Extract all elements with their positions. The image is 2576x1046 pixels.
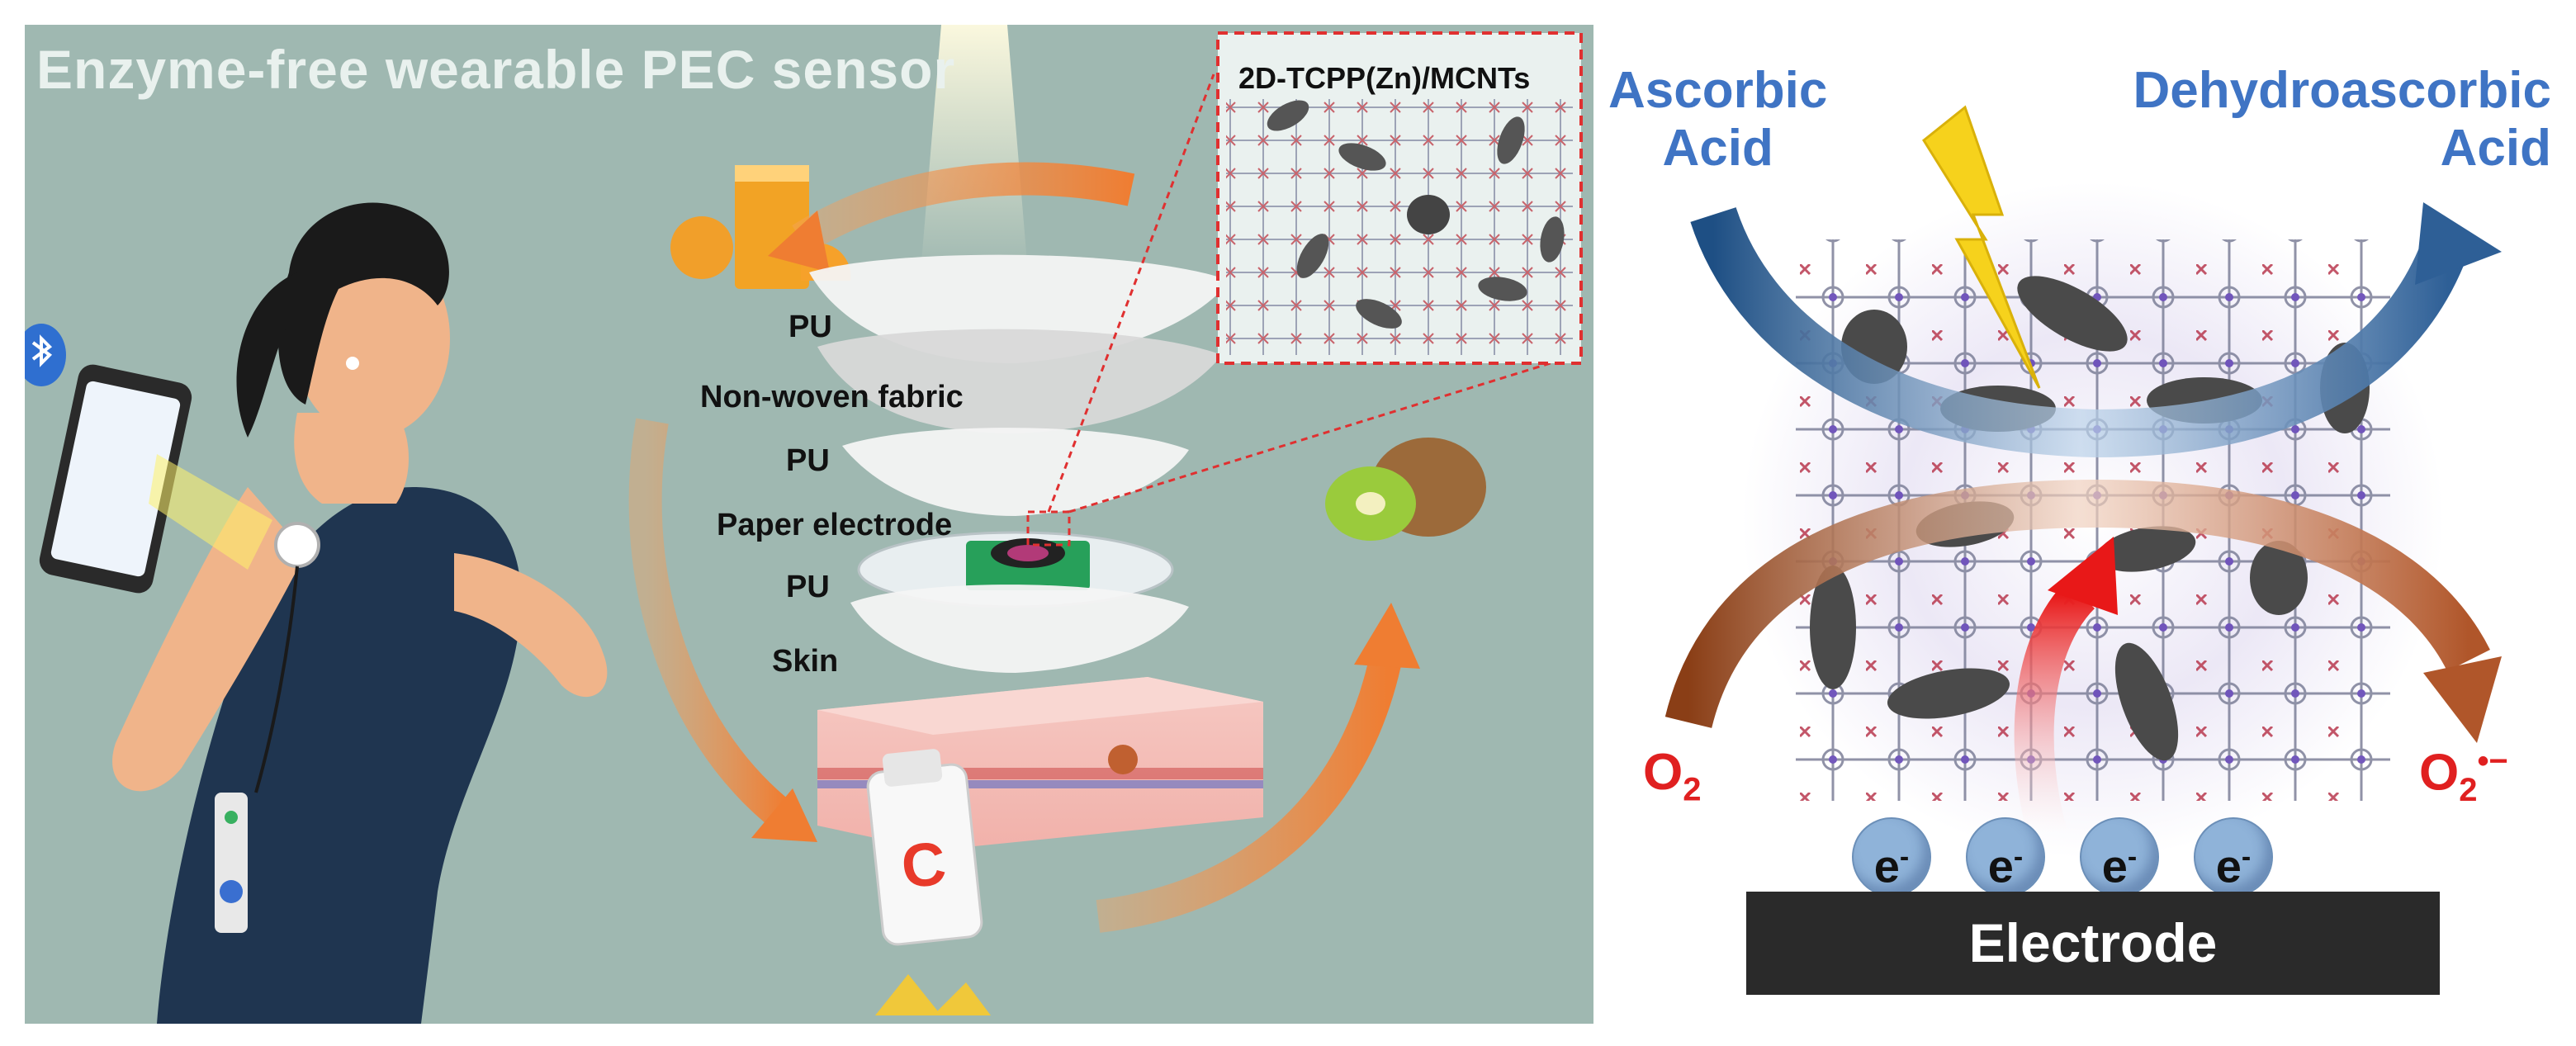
sensor-layers [809,73,1578,673]
material-inset [1216,31,1583,365]
electron-transfer-arrow [2014,580,2095,840]
reduction-arrowhead [2423,656,2502,743]
light-bolt [1922,105,2041,389]
mechanism-art [1664,105,2502,859]
light-beam [921,25,1028,272]
electron-1: e- [1852,817,1931,897]
ascorbic-acid-label: Ascorbic Acid [1608,62,1828,177]
layer-label-skin: Skin [772,644,839,679]
kiwi-fruit [1325,438,1486,541]
oxidation-arrow [1690,206,2471,458]
layer-label-non-woven: Non-woven fabric [700,380,964,414]
vitamin-c-bottle [866,749,991,1015]
oxidation-arrowhead [2415,202,2502,285]
oxygen-label: O2 [1643,744,1702,808]
cycle-arrows [628,162,1420,933]
material-label: 2D-TCPP(Zn)/MCNTs [1238,61,1531,95]
electron-transfer-arrowhead [2048,537,2118,615]
vitamin-letter: C [897,828,949,902]
smartphone [39,364,272,594]
electron-3: e- [2080,817,2159,897]
reduction-arrow [1664,479,2490,729]
mechanism-diagram: Ascorbic Acid Dehydroascorbic Acid O2 O2… [1602,0,2576,1046]
superoxide-label: O2•− [2419,743,2508,809]
electrode-bar [1746,892,2440,995]
illustration-art [25,25,1583,1024]
runner-figure [112,202,608,1024]
bluetooth-icon [25,324,66,386]
electron-2: e- [1966,817,2045,897]
layer-label-pu-middle: PU [786,443,830,478]
layer-label-pu-bottom: PU [786,570,830,604]
layer-label-paper-electrode: Paper electrode [717,508,953,542]
electrode-label: Electrode [1968,912,2218,973]
electron-4: e- [2194,817,2273,897]
panel-title: Enzyme-free wearable PEC sensor [36,39,956,100]
layer-label-pu-top: PU [788,310,832,344]
wearable-sensor-illustration: Enzyme-free wearable PEC sensor 2D-TCPP(… [25,25,1593,1024]
dehydroascorbic-acid-label: Dehydroascorbic Acid [2133,62,2551,177]
